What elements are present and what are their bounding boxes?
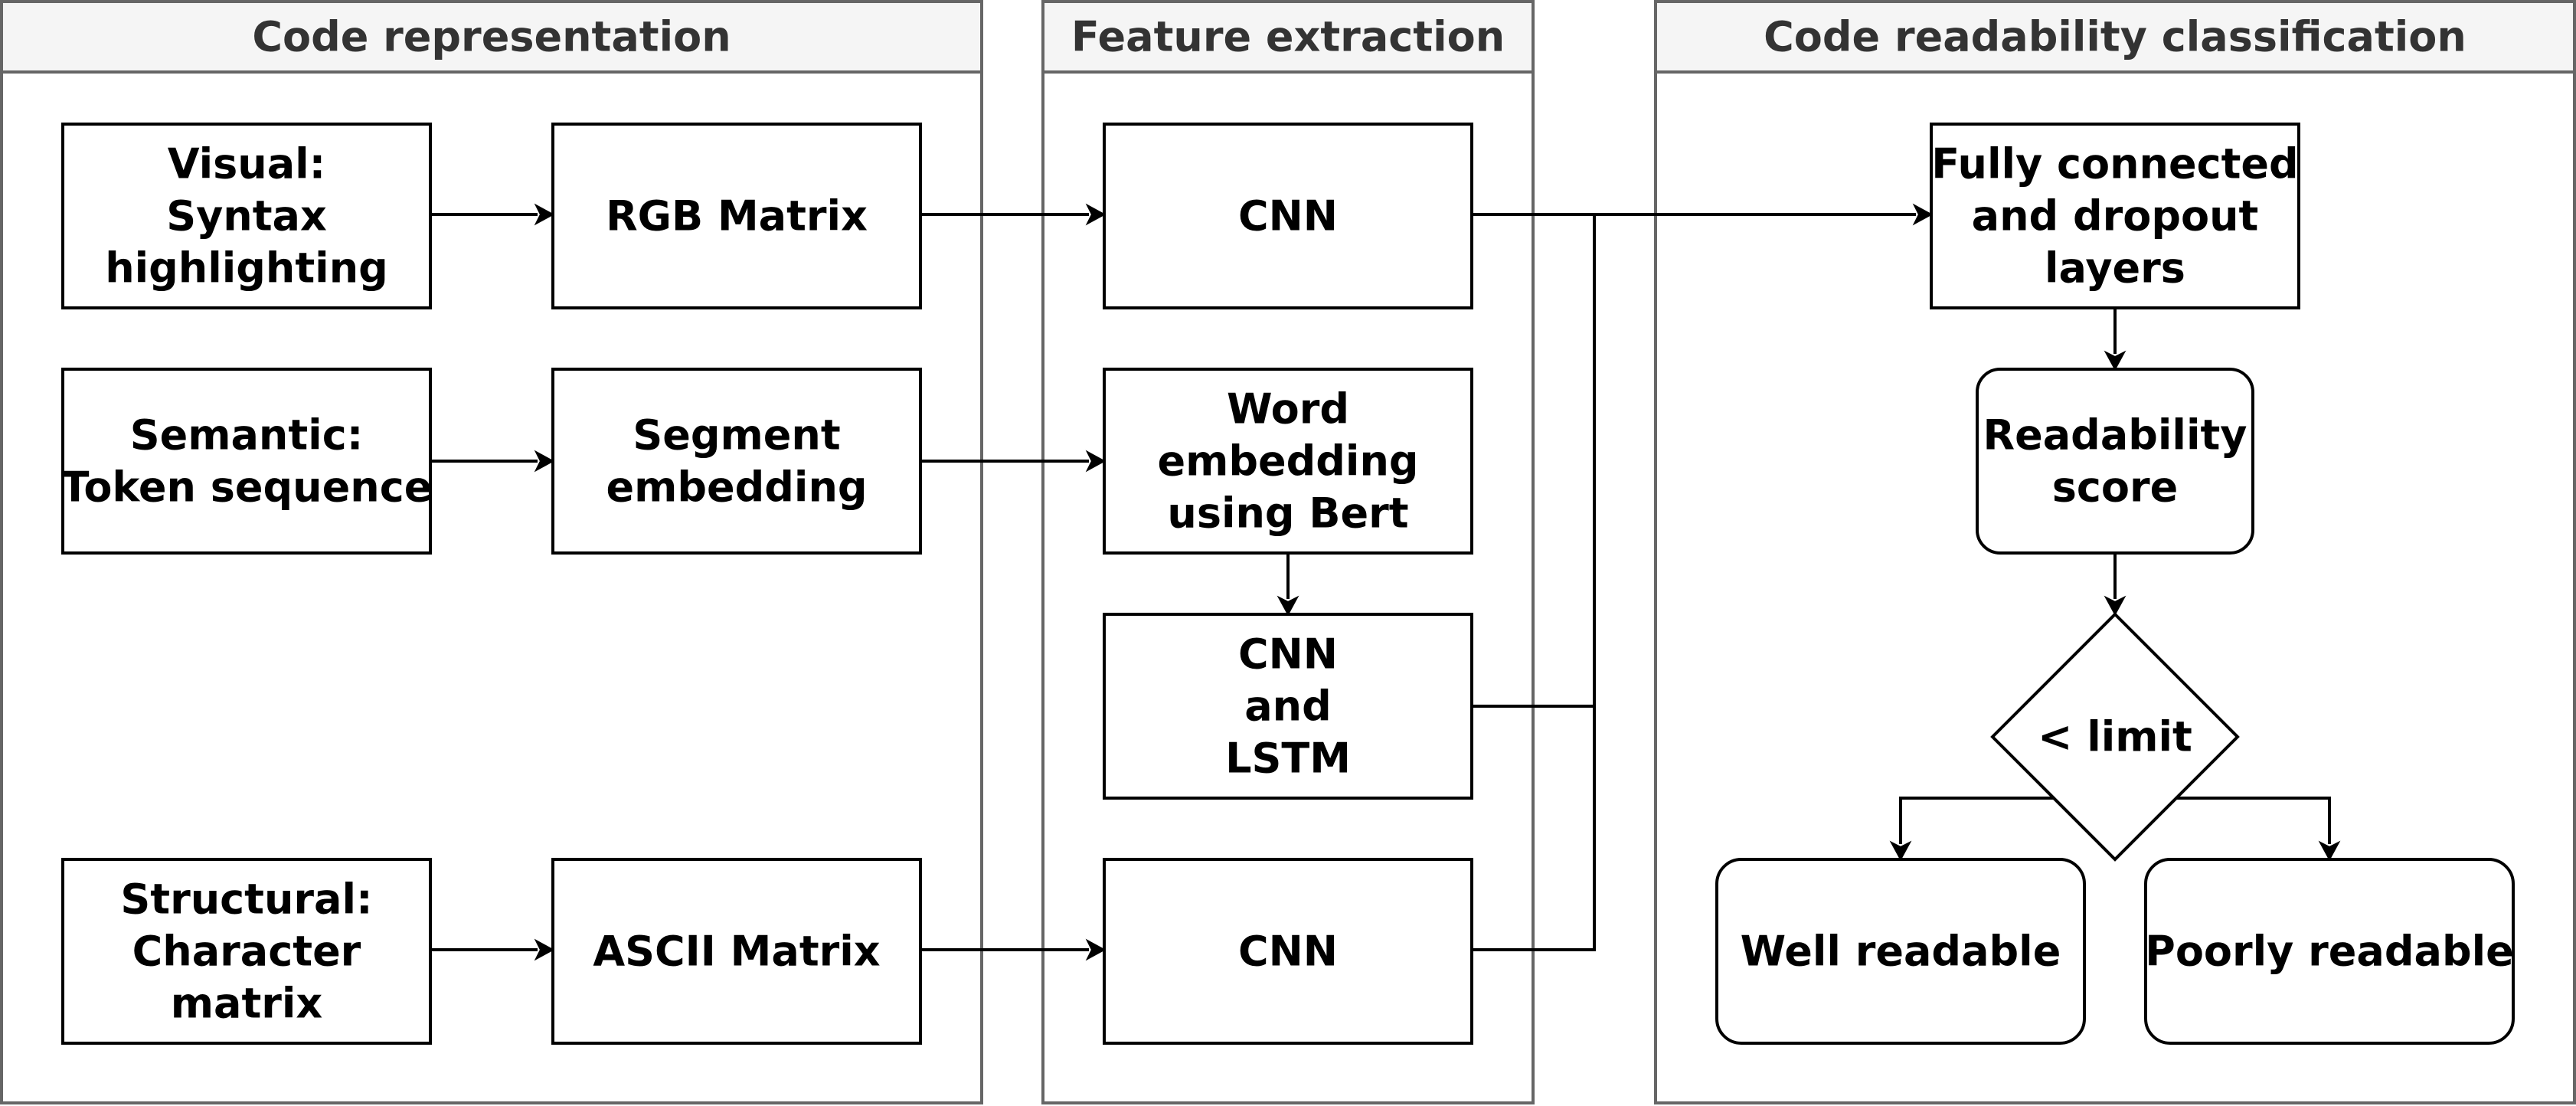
edges [430,203,2341,961]
label-line: Word [1227,385,1349,434]
node-cnn-visual: CNN [1103,123,1473,309]
arrowhead-segment-to-word [1085,450,1107,473]
node-semantic-input-label: Semantic:Token sequence [61,411,433,512]
node-well-readable-box [1715,858,2086,1045]
arrowhead-limit-to-well [1889,840,1912,862]
label-line: Poorly readable [2145,928,2514,976]
node-word-embedding-box [1103,368,1473,555]
node-segment-embedding-box [551,368,922,555]
label-line: embedding [1157,437,1418,486]
label-line: using Bert [1167,489,1408,538]
label-line: Readability [1983,411,2247,460]
label-line: and [1244,682,1332,731]
node-semantic-input-box [61,368,432,555]
node-limit-decision-diamond [1990,612,2240,862]
edge-cnn-structural-to-bus [1472,706,1596,951]
node-cnn-structural-label: CNN [1238,928,1338,976]
label-line: Syntax [166,192,327,241]
label-line: < limit [2038,713,2192,761]
label-line: LSTM [1225,735,1351,783]
node-well-readable-label: Well readable [1741,928,2061,976]
node-cnn-structural: CNN [1103,858,1473,1045]
node-readability-score-box [1976,368,2254,555]
node-fully-connected-box [1930,123,2300,309]
node-semantic-input: Semantic:Token sequence [61,368,433,555]
label-line: Character [132,928,361,976]
panel-feature-extraction-title: Feature extraction [1071,13,1505,61]
label-line: Visual: [168,140,325,188]
node-ascii-matrix-label: ASCII Matrix [593,928,880,976]
node-cnn-visual-box [1103,123,1473,309]
panel-classification-header [1654,0,2576,74]
label-line: Token sequence [61,463,433,512]
node-cnn-visual-label: CNN [1238,192,1338,241]
node-visual-input-box [61,123,432,309]
node-structural-input-box [61,858,432,1045]
edge-limit-to-well [1899,797,2054,844]
arrowhead-score-to-limit [2104,595,2127,617]
label-line: and dropout [1972,192,2259,241]
node-ascii-matrix-box [551,858,922,1045]
arrowhead-rgb-to-cnn [1085,203,1107,226]
arrowhead-visual-to-rgb [534,203,555,226]
label-line: Semantic: [130,411,364,460]
node-poorly-readable-label: Poorly readable [2145,928,2514,976]
label-line: CNN [1238,192,1338,241]
label-line: highlighting [105,244,388,293]
label-line: ASCII Matrix [593,928,880,976]
node-well-readable: Well readable [1715,858,2086,1045]
arrowhead-fc-to-score [2104,350,2127,371]
edge-limit-to-poorly [2176,797,2331,844]
node-rgb-matrix-box [551,123,922,309]
arrowhead-structural-to-ascii [534,938,555,961]
arrowhead-cnn-to-fc [1912,203,1934,226]
node-ascii-matrix: ASCII Matrix [551,858,922,1045]
node-limit-decision: < limit [1990,612,2240,862]
label-line: layers [2045,244,2185,293]
label-line: score [2052,463,2179,512]
label-line: embedding [606,463,867,512]
panel-feature-extraction-header [1041,0,1535,74]
panel-classification-title: Code readability classification [1764,13,2466,61]
arrowhead-semantic-to-segment [534,450,555,473]
label-line: matrix [171,980,323,1028]
arrowhead-ascii-to-cnn [1085,938,1107,961]
node-cnn-lstm-box [1103,613,1473,800]
label-line: CNN [1238,630,1338,679]
label-line: Fully connected [1931,140,2298,188]
node-poorly-readable: Poorly readable [2144,858,2515,1045]
node-limit-decision-label: < limit [2038,713,2192,761]
label-line: Segment [633,411,840,460]
node-cnn-structural-box [1103,858,1473,1045]
label-line: RGB Matrix [606,192,868,241]
arrowhead-limit-to-poorly [2318,840,2341,862]
panel-code-representation-title: Code representation [252,13,731,61]
panel-code-representation-header [0,0,983,74]
node-rgb-matrix-label: RGB Matrix [606,192,868,241]
arrowhead-word-to-cnn-lstm [1277,595,1299,617]
label-line: CNN [1238,928,1338,976]
label-line: Structural: [120,875,372,924]
node-poorly-readable-box [2144,858,2515,1045]
node-rgb-matrix: RGB Matrix [551,123,922,309]
label-line: Well readable [1741,928,2061,976]
